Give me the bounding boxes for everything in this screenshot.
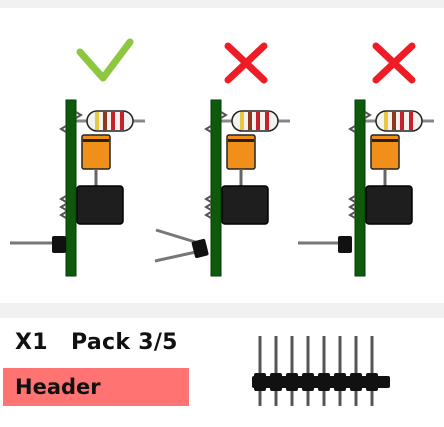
part-name-label: Header	[15, 375, 101, 399]
part-name-highlight	[3, 368, 189, 406]
cross-icon	[224, 42, 268, 84]
checkmark-icon	[76, 38, 134, 82]
quantity-label: X1	[15, 330, 48, 355]
mounting-illustration-panel	[0, 8, 444, 303]
mounting-illustration	[10, 38, 436, 278]
pack-label: Pack 3/5	[71, 330, 178, 355]
correct-example	[10, 38, 147, 278]
incorrect-example-wrong-side	[298, 42, 436, 278]
pin-header-icon	[252, 336, 390, 406]
incorrect-example-tilted	[154, 42, 292, 278]
cross-icon	[372, 42, 416, 84]
